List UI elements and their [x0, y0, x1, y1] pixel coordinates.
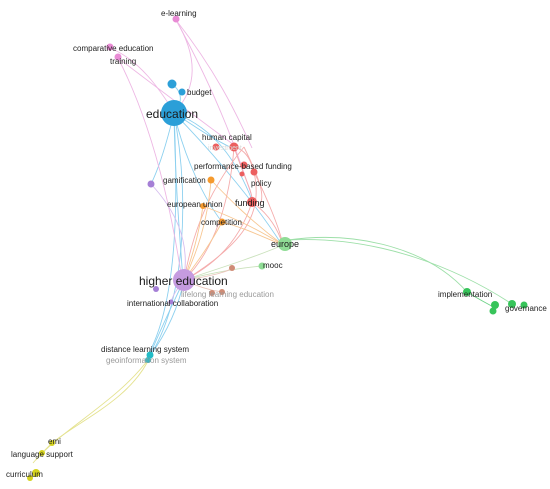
- node-funding[interactable]: [247, 197, 257, 207]
- node-training[interactable]: [114, 53, 122, 61]
- node-brown-b[interactable]: [209, 290, 215, 296]
- label-layer: e-learning comparative education trainin…: [6, 9, 547, 479]
- node-distance-learning-system[interactable]: [146, 351, 154, 359]
- node-e-learning[interactable]: [172, 15, 180, 23]
- node-budget-a[interactable]: [167, 79, 177, 89]
- edge: [117, 57, 183, 281]
- label-budget: budget: [187, 88, 212, 97]
- edge: [32, 356, 151, 464]
- label-policy: policy: [251, 179, 271, 188]
- node-europe[interactable]: [278, 237, 292, 251]
- edge: [51, 356, 151, 444]
- node-layer: [27, 15, 528, 481]
- label-europe: europe: [271, 239, 299, 249]
- edge: [173, 112, 253, 201]
- node-brown-a[interactable]: [229, 265, 235, 271]
- node-policy[interactable]: [250, 168, 258, 176]
- node-mooc[interactable]: [258, 262, 266, 270]
- label-higher-education: higher education: [139, 274, 228, 288]
- node-comparative-education[interactable]: [106, 43, 114, 51]
- label-funding: funding: [235, 198, 265, 208]
- node-competition[interactable]: [218, 218, 226, 226]
- label-implementation: implementation: [438, 290, 492, 299]
- edge: [287, 239, 513, 305]
- label-training: training: [110, 57, 136, 66]
- node-governance[interactable]: [520, 301, 528, 309]
- label-human-capital: human capital: [202, 133, 252, 142]
- node-green-a[interactable]: [491, 301, 499, 309]
- node-emi[interactable]: [49, 440, 55, 446]
- label-international-collaboration: international collaboration: [127, 299, 218, 308]
- label-european-union: european union: [167, 200, 223, 209]
- node-red-extra[interactable]: [239, 171, 245, 177]
- edge: [221, 221, 284, 246]
- label-lifelong-learning-education: lifelong learning education: [181, 290, 274, 299]
- edge: [287, 237, 468, 293]
- node-violet-extra[interactable]: [153, 286, 159, 292]
- node-gamification[interactable]: [147, 180, 155, 188]
- edge: [183, 244, 284, 281]
- node-green-b[interactable]: [489, 307, 497, 315]
- label-geoinformation-system: geoinformation system: [106, 356, 187, 365]
- node-budget-b[interactable]: [178, 88, 186, 96]
- node-higher-education[interactable]: [173, 269, 195, 291]
- label-education: education: [146, 107, 198, 121]
- edge: [149, 112, 184, 357]
- node-implementation[interactable]: [463, 288, 471, 296]
- node-curriculum[interactable]: [32, 469, 40, 477]
- node-european-union[interactable]: [200, 203, 206, 209]
- edge: [202, 205, 284, 246]
- edge: [173, 112, 283, 246]
- label-gamification: gamification: [163, 176, 206, 185]
- edge: [150, 183, 186, 279]
- label-comparative-education: comparative education: [73, 44, 154, 53]
- node-lifelong-learning-education[interactable]: [219, 289, 225, 295]
- edge: [210, 179, 284, 246]
- label-curriculum: curriculum: [6, 470, 43, 479]
- node-green-c[interactable]: [508, 300, 516, 308]
- label-distance-learning-system: distance learning system: [101, 345, 189, 354]
- node-language-support[interactable]: [39, 450, 45, 456]
- edge: [175, 19, 253, 149]
- node-international-collaboration[interactable]: [168, 299, 174, 305]
- node-human-capital[interactable]: [229, 142, 239, 152]
- edge: [173, 112, 184, 281]
- edge: [173, 112, 223, 223]
- label-performance-based-funding: performance-based funding: [194, 162, 292, 171]
- node-geoinformation-system[interactable]: [145, 357, 151, 363]
- label-investment: investment: [208, 145, 242, 152]
- edge: [243, 146, 263, 206]
- label-competition: competition: [201, 218, 242, 227]
- label-governance: governance: [505, 304, 547, 313]
- node-education[interactable]: [161, 100, 187, 126]
- node-yellow-extra[interactable]: [27, 475, 33, 481]
- label-mooc: mooc: [263, 261, 283, 270]
- node-gamification-hub[interactable]: [207, 176, 215, 184]
- label-e-learning: e-learning: [161, 9, 197, 18]
- label-emi: emi: [48, 437, 61, 446]
- node-performance-based-funding[interactable]: [240, 161, 248, 169]
- node-investment[interactable]: [212, 143, 220, 151]
- label-language-support: language support: [11, 450, 74, 459]
